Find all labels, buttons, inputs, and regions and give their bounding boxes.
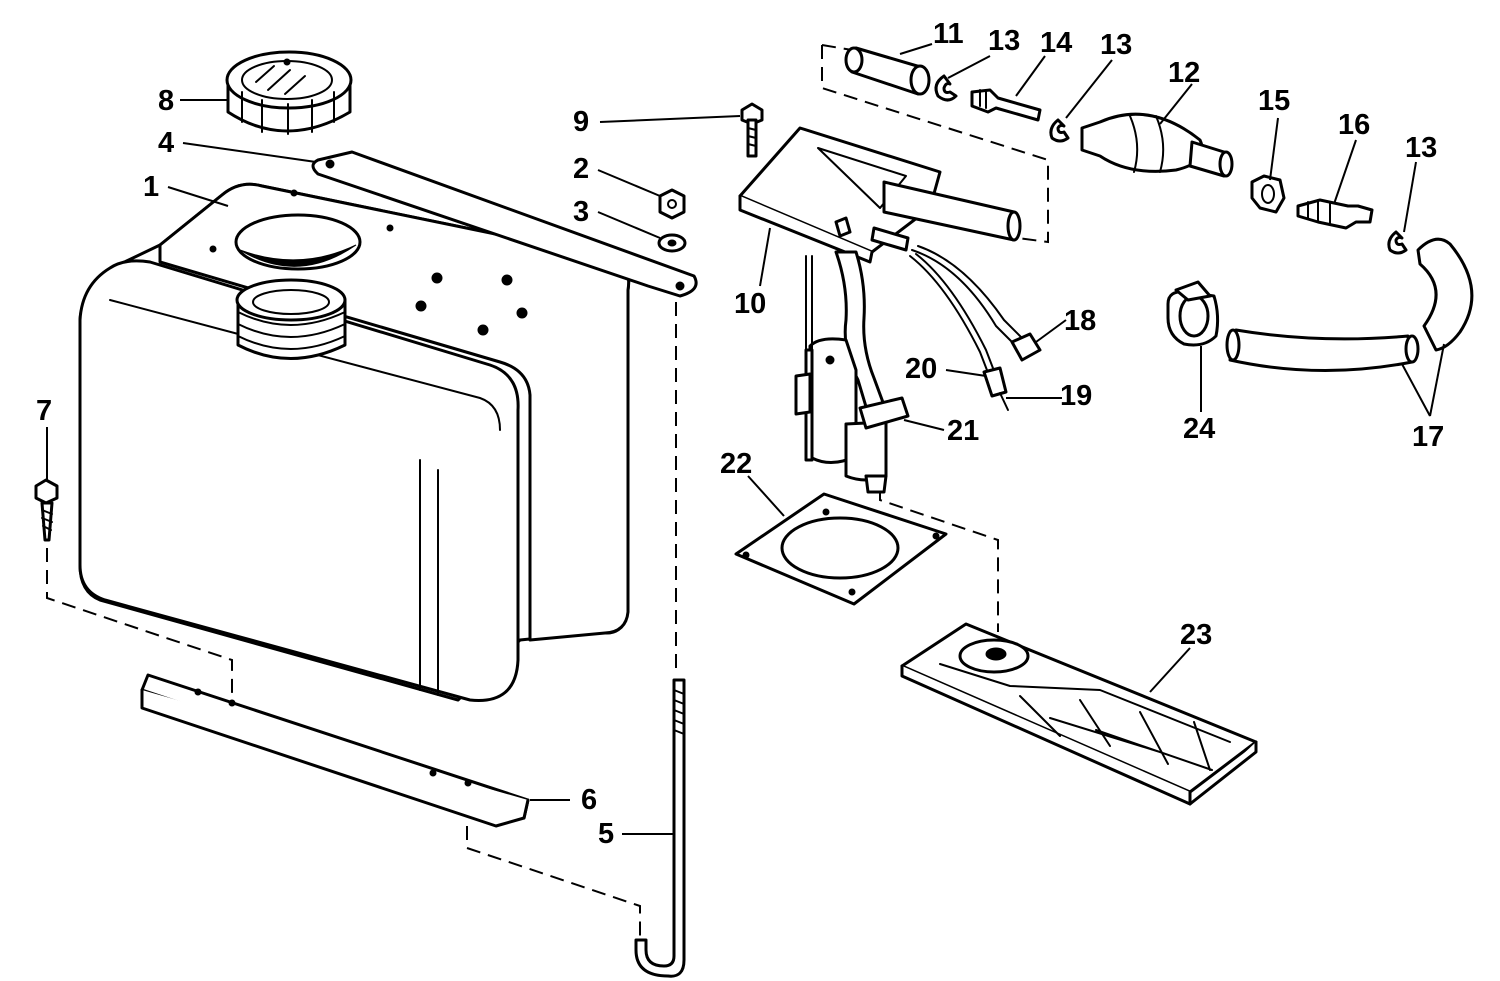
bracket-6 [140, 673, 530, 828]
callout-23: 23 [1180, 619, 1212, 651]
j-bolt-5 [634, 678, 686, 978]
assembly-lines [46, 44, 1049, 940]
callout-2: 2 [573, 153, 589, 185]
fuel-tank [78, 182, 631, 702]
leader-lines [46, 43, 1445, 835]
callout-16: 16 [1338, 109, 1370, 141]
callout-20: 20 [905, 353, 937, 385]
callout-13a: 13 [988, 25, 1020, 57]
callout-4: 4 [158, 127, 174, 159]
callout-3: 3 [573, 196, 589, 228]
fuel-pickup-assembly [738, 126, 1042, 494]
callout-24: 24 [1183, 413, 1215, 445]
hose-17 [1225, 237, 1474, 372]
washer-3 [657, 233, 687, 253]
callout-15: 15 [1258, 85, 1290, 117]
callout-10: 10 [734, 288, 766, 320]
callout-11: 11 [933, 18, 964, 50]
callout-1: 1 [143, 171, 159, 203]
connector-16 [1296, 198, 1374, 230]
callout-21: 21 [947, 415, 979, 447]
primer-bulb-12 [1080, 112, 1234, 178]
callout-7: 7 [36, 395, 52, 427]
clamp-24 [1166, 280, 1220, 347]
bolt-9 [740, 102, 764, 158]
fuel-cap [225, 50, 353, 135]
callout-6: 6 [581, 784, 597, 816]
callout-9: 9 [573, 106, 589, 138]
nut-15 [1250, 174, 1286, 214]
screw-7 [34, 478, 59, 542]
callout-13b: 13 [1100, 29, 1132, 61]
callout-labels: 1 2 3 4 5 6 7 8 9 10 11 12 13 13 13 14 1… [36, 18, 1444, 850]
callout-18: 18 [1064, 305, 1096, 337]
callout-12: 12 [1168, 57, 1200, 89]
hose-11 [844, 46, 931, 96]
plate-23 [900, 622, 1258, 806]
clip-13c [1387, 230, 1408, 255]
clip-13a [934, 74, 958, 102]
hold-down-strap [311, 150, 698, 298]
callout-17: 17 [1412, 421, 1444, 453]
callout-13c: 13 [1405, 132, 1437, 164]
connector-14 [970, 88, 1042, 122]
gasket-22 [734, 492, 948, 606]
clip-13b [1049, 118, 1070, 143]
nut-2 [658, 188, 686, 220]
callout-19: 19 [1060, 380, 1092, 412]
callout-14: 14 [1040, 27, 1072, 59]
callout-5: 5 [598, 818, 614, 850]
callout-8: 8 [158, 85, 174, 117]
callout-22: 22 [720, 448, 752, 480]
